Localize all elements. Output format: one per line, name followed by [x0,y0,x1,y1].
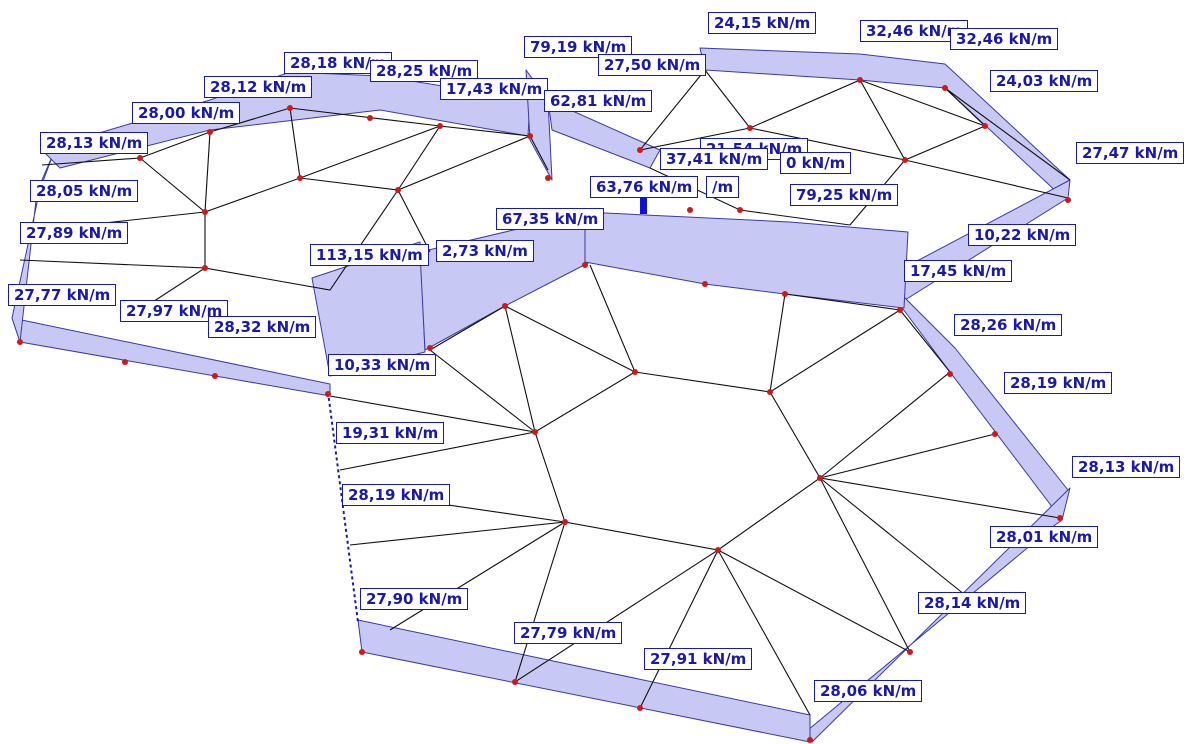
mesh-nodes [17,77,1071,743]
load-label: 28,13 kN/m [40,132,149,154]
load-label: 28,12 kN/m [204,76,313,98]
load-label: 24,03 kN/m [990,70,1099,92]
load-label: 113,15 kN/m [310,244,429,266]
load-label: /m [706,176,740,198]
load-label: 28,06 kN/m [814,680,923,702]
support-edge [327,391,359,623]
load-label: 27,50 kN/m [598,54,707,76]
load-label: 27,91 kN/m [644,648,753,670]
load-label: 28,01 kN/m [990,526,1099,548]
load-label: 28,25 kN/m [370,60,479,82]
load-label: 27,79 kN/m [514,622,623,644]
load-label: 17,43 kN/m [440,78,549,100]
load-label: 79,25 kN/m [790,184,899,206]
wall-strip-high-panel-mid [419,211,591,351]
support-marker [640,192,647,214]
load-label: 32,46 kN/m [950,28,1059,50]
load-label: 79,19 kN/m [524,36,633,58]
load-label: 63,76 kN/m [590,176,699,198]
load-label: 27,77 kN/m [8,284,117,306]
load-label: 2,73 kN/m [436,240,534,262]
wall-strip-high-panel-right [584,211,909,309]
load-label: 24,15 kN/m [708,12,817,34]
load-label: 28,00 kN/m [132,102,241,124]
load-label: 67,35 kN/m [496,208,605,230]
load-label: 27,89 kN/m [20,222,129,244]
load-label: 28,19 kN/m [1004,372,1113,394]
load-label: 27,97 kN/m [120,300,229,322]
load-label: 28,32 kN/m [208,316,317,338]
load-label: 32,46 kN/m [860,20,969,42]
load-label: 28,26 kN/m [954,314,1063,336]
load-label: 37,41 kN/m [660,148,769,170]
load-label: 28,05 kN/m [30,180,139,202]
load-label: 28,13 kN/m [1072,456,1181,478]
load-label: 19,31 kN/m [336,422,445,444]
load-label: 62,81 kN/m [544,90,653,112]
load-label: 28,14 kN/m [918,592,1027,614]
load-label: 10,22 kN/m [968,224,1077,246]
load-label: 17,45 kN/m [904,260,1013,282]
load-label: 10,33 kN/m [328,354,437,376]
load-label: 28,19 kN/m [342,484,451,506]
load-label: 27,90 kN/m [360,588,469,610]
load-label: 0 kN/m [780,152,852,174]
load-label: 27,47 kN/m [1076,142,1185,164]
